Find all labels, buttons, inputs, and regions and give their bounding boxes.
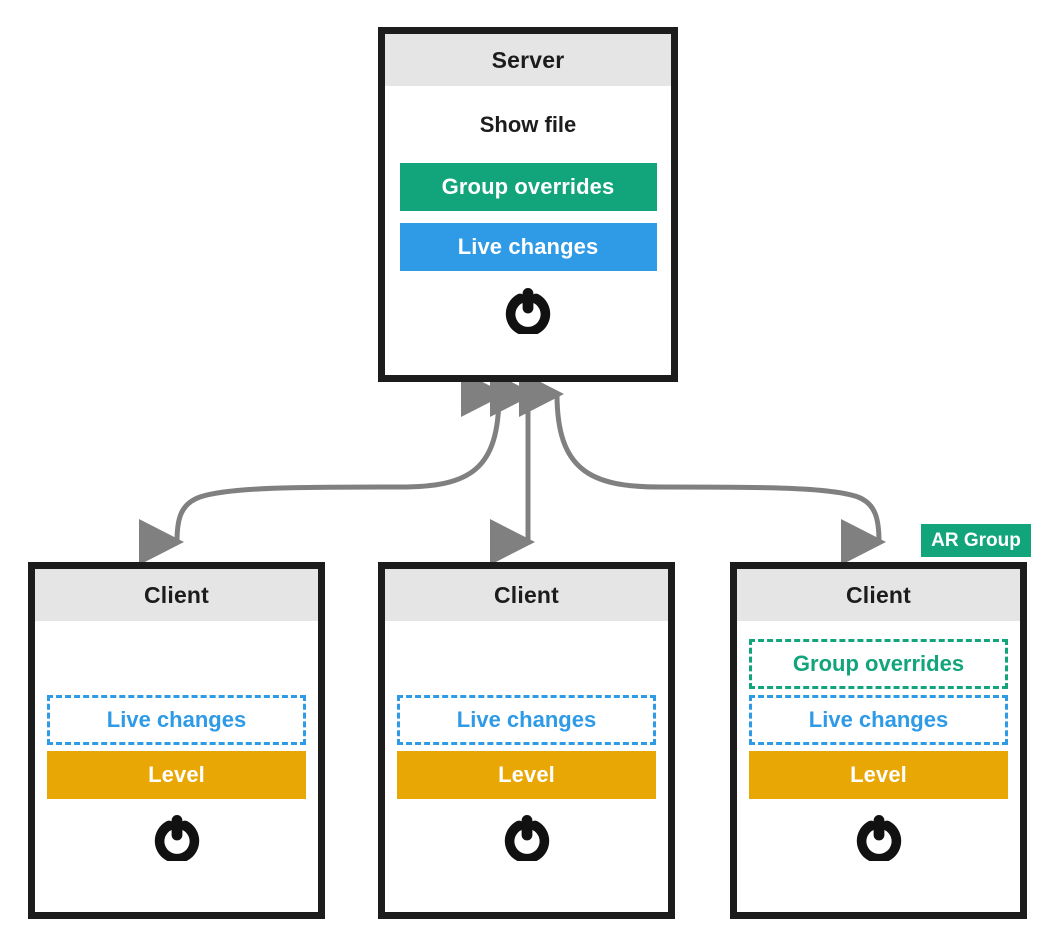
connector-server-to-client-1 [138, 370, 506, 565]
server-power-icon-wrap [385, 284, 671, 334]
client-2-level-bar[interactable]: Level [397, 751, 656, 799]
server-node: Server Show file Group overrides Live ch… [378, 27, 678, 382]
client-node-2: Client Live changes Level [378, 562, 675, 919]
client-node-1: Client Live changes Level [28, 562, 325, 919]
client-2-live-changes-bar[interactable]: Live changes [397, 695, 656, 745]
client-node-3: Client Group overrides Live changes Leve… [730, 562, 1027, 919]
client-3-live-changes-bar[interactable]: Live changes [749, 695, 1008, 745]
client-1-body: Live changes Level [35, 639, 318, 861]
server-header-title: Server [385, 34, 671, 86]
power-icon [505, 288, 551, 334]
client-1-live-changes-bar[interactable]: Live changes [47, 695, 306, 745]
connector-server-to-client-3 [518, 371, 886, 566]
client-1-header-title: Client [35, 569, 318, 621]
client-3-group-overrides-bar[interactable]: Group overrides [749, 639, 1008, 689]
server-live-changes-bar[interactable]: Live changes [399, 223, 657, 271]
client-2-header-title: Client [385, 569, 668, 621]
server-show-file-label: Show file [479, 112, 577, 137]
ar-group-badge: AR Group [921, 524, 1031, 557]
client-3-level-bar[interactable]: Level [749, 751, 1008, 799]
client-3-header-title: Client [737, 569, 1020, 621]
client-1-group-overrides-slot-empty [47, 639, 306, 689]
client-2-power-icon-wrap [385, 811, 668, 861]
power-icon [154, 815, 199, 861]
client-2-body: Live changes Level [385, 639, 668, 861]
client-3-power-icon-wrap [737, 811, 1020, 861]
power-icon [856, 815, 901, 861]
server-body: Show file Group overrides Live changes [385, 112, 671, 334]
client-2-group-overrides-slot-empty [397, 639, 656, 689]
client-1-power-icon-wrap [35, 811, 318, 861]
client-1-level-bar[interactable]: Level [47, 751, 306, 799]
server-group-overrides-bar[interactable]: Group overrides [399, 163, 657, 211]
power-icon [504, 815, 549, 861]
client-3-body: Group overrides Live changes Level [737, 639, 1020, 861]
